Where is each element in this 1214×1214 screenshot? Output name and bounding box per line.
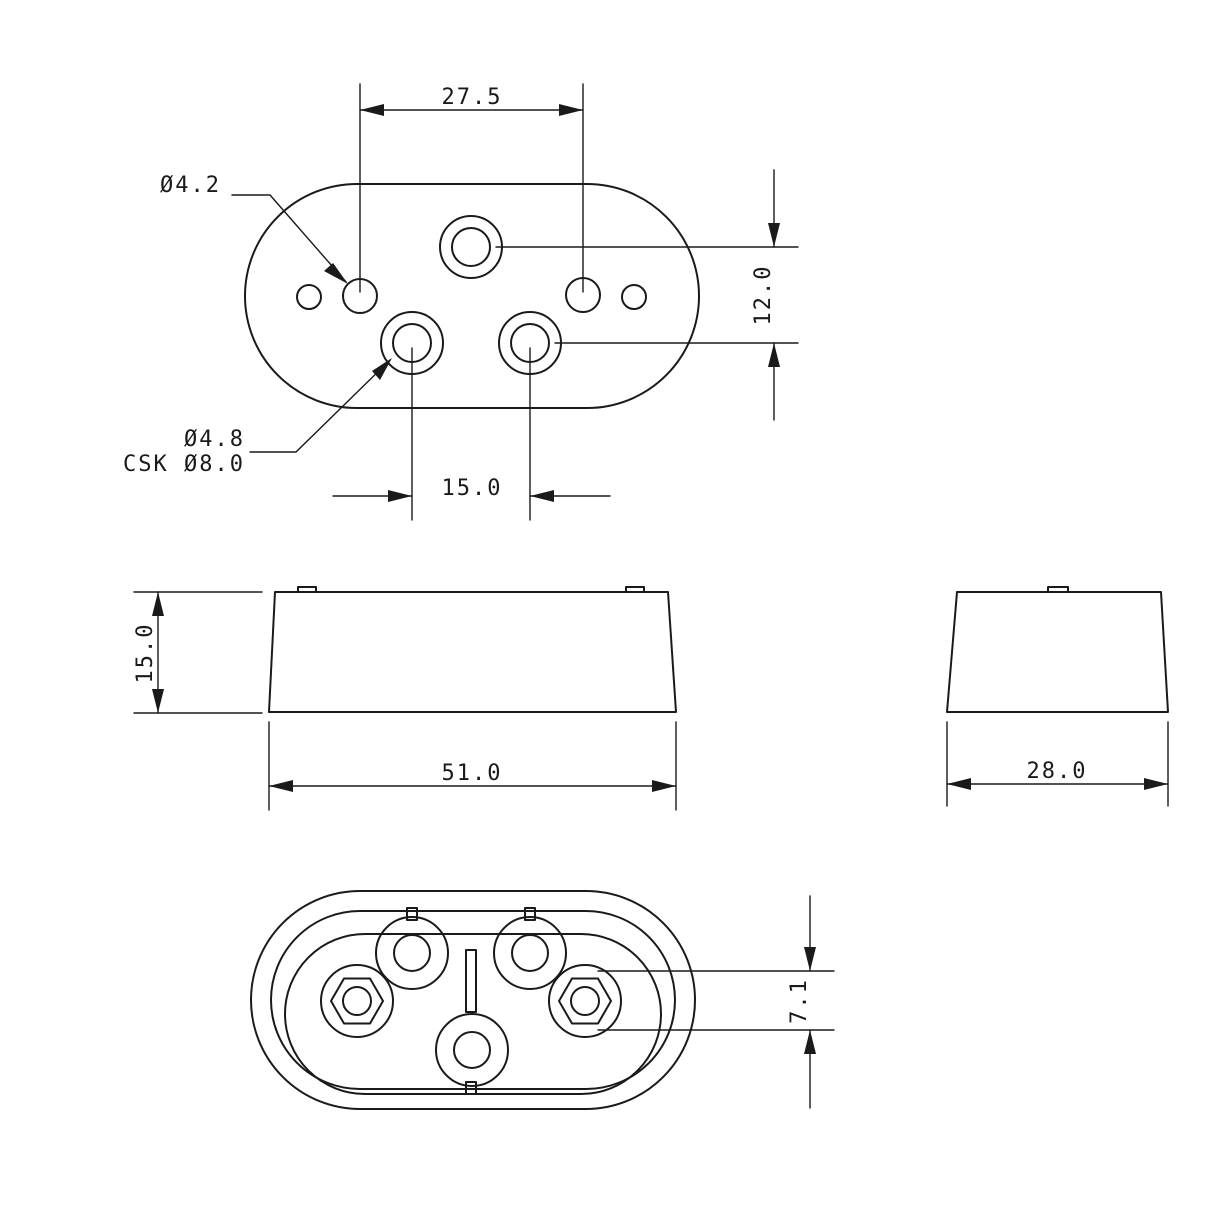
arrow-mount-hole bbox=[324, 263, 348, 284]
nut-left-thread bbox=[342, 986, 372, 1016]
side-hole-left bbox=[296, 284, 322, 310]
arrow-height-top bbox=[152, 592, 164, 616]
bottom-view-outer-outline bbox=[250, 890, 696, 1110]
boss-bottom-outer bbox=[435, 1013, 509, 1087]
boss-bottom-inner bbox=[453, 1031, 491, 1069]
nut-left-boss bbox=[320, 964, 394, 1038]
arrow-height-bottom bbox=[152, 689, 164, 713]
dim-text-csk-hole: Ø4.8 bbox=[184, 427, 245, 452]
boss-upper-left-inner bbox=[393, 934, 431, 972]
boss-upper-right-outer bbox=[493, 916, 567, 990]
nut-right-hex bbox=[558, 977, 612, 1025]
side-hole-right bbox=[621, 284, 647, 310]
arrow-15-right bbox=[530, 490, 554, 502]
nut-left-hex bbox=[330, 977, 384, 1025]
side-view-outline bbox=[946, 591, 1169, 713]
dim-text-12: 12.0 bbox=[751, 265, 776, 326]
dim-text-height: 15.0 bbox=[133, 623, 158, 684]
dim-text-length: 51.0 bbox=[442, 761, 503, 786]
leader-mount-hole bbox=[231, 194, 347, 283]
dim-text-27-5: 27.5 bbox=[442, 85, 503, 110]
arrow-csk-hole bbox=[372, 358, 392, 380]
bottom-view: 7.1 bbox=[250, 890, 835, 1110]
arrow-width-left bbox=[947, 778, 971, 790]
dim-text-width: 28.0 bbox=[1027, 759, 1088, 784]
nut-right-boss bbox=[548, 964, 622, 1038]
arrow-length-right bbox=[652, 780, 676, 792]
bottom-rib-lower bbox=[465, 1081, 477, 1095]
arrow-12-bottom bbox=[768, 343, 780, 367]
front-view-tab-right bbox=[625, 586, 645, 593]
arrow-length-left bbox=[269, 780, 293, 792]
front-view-tab-left bbox=[297, 586, 317, 593]
bottom-view-inner-wall bbox=[270, 910, 676, 1090]
arrow-15-left bbox=[388, 490, 412, 502]
arrow-12-top bbox=[768, 223, 780, 247]
bottom-rib-right bbox=[524, 907, 536, 921]
nut-right-thread bbox=[570, 986, 600, 1016]
arrow-7-1-bottom bbox=[804, 1030, 816, 1054]
arrow-27-5-right bbox=[559, 104, 583, 116]
dim-text-csk-dia: CSK Ø8.0 bbox=[123, 452, 245, 477]
bottom-view-rim bbox=[284, 933, 662, 1095]
bottom-center-rib bbox=[465, 949, 477, 1013]
arrow-width-right bbox=[1144, 778, 1168, 790]
front-view: 15.0 51.0 bbox=[133, 586, 677, 811]
front-view-outline bbox=[268, 591, 677, 713]
top-view-outline bbox=[244, 183, 700, 409]
dim-text-7-1: 7.1 bbox=[787, 978, 812, 1024]
dim-text-mount-hole: Ø4.2 bbox=[160, 173, 221, 198]
side-view: 28.0 bbox=[946, 586, 1169, 807]
arrow-27-5-left bbox=[360, 104, 384, 116]
bottom-rib-left bbox=[406, 907, 418, 921]
top-view: 27.5 Ø4.2 12.0 Ø4.8 CSK Ø8.0 15.0 bbox=[123, 83, 799, 521]
side-view-tab bbox=[1047, 586, 1069, 593]
leader-csk-hole bbox=[249, 359, 391, 453]
csk-hole-top-inner bbox=[451, 227, 491, 267]
dim-text-15: 15.0 bbox=[442, 476, 503, 501]
boss-upper-left-outer bbox=[375, 916, 449, 990]
csk-hole-top-outer bbox=[439, 215, 503, 279]
boss-upper-right-inner bbox=[511, 934, 549, 972]
arrow-7-1-top bbox=[804, 947, 816, 971]
